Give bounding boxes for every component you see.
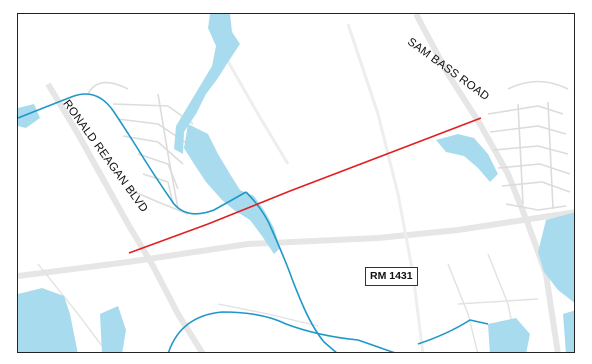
lake-mid [184,124,280,254]
map-canvas [18,14,574,352]
creek-north-left [18,93,247,215]
west-subdivision-streets [87,81,194,215]
pond-bottom-right [488,318,530,352]
pond-top-left [18,104,40,128]
rm1431-shield: RM 1431 [365,267,418,286]
east-subdivision-streets [487,80,571,211]
lake-bottom-left [18,288,78,352]
lake-bottom-small [100,306,126,352]
creek-main [245,191,337,352]
creeks [18,93,489,352]
creek-south-loop [167,311,395,352]
rm1431-road [18,209,574,279]
minor-road [216,43,290,165]
lake-north-arm [174,14,240,154]
water-bodies [18,14,574,352]
ronald-reagan-road [45,82,206,352]
creek-far-south [417,319,489,345]
lake-east-inlet [436,134,498,182]
map-frame: RONALD REAGAN BLVD SAM BASS ROAD RM 1431 [17,13,575,353]
minor-road [346,23,425,352]
lake-right [538,212,574,303]
pond-right-small [563,310,574,352]
project-alignment-line [128,117,482,254]
